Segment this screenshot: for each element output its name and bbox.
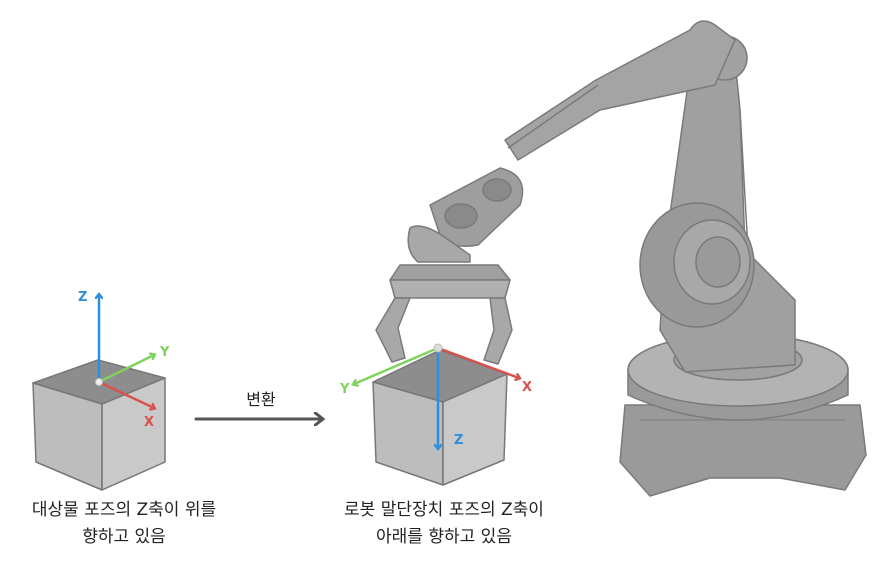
robot-arm (375, 20, 867, 497)
robot-z-label: Z (454, 433, 463, 448)
object-pose-caption: 대상물 포즈의 Z축이 위를 향하고 있음 (8, 497, 240, 551)
robot-gripper-finger-left (375, 297, 411, 363)
object-origin (95, 378, 103, 386)
object-caption-line1: 대상물 포즈의 Z축이 위를 (31, 500, 217, 520)
robot-pose-caption: 로봇 말단장치 포즈의 Z축이 아래를 향하고 있음 (318, 497, 570, 551)
robot-wrist (429, 167, 524, 247)
robot-axes (354, 343, 519, 448)
object-y-axis (97, 355, 154, 384)
cube-right-face (442, 373, 508, 486)
robot-base-foot (619, 404, 867, 497)
robot-y-axis (354, 346, 440, 384)
object-y-label: Y (159, 345, 170, 360)
object-z-label: Z (78, 290, 87, 305)
robot-x-label: X (522, 380, 532, 395)
transform-label: 변환 (246, 390, 276, 409)
robot-target-cube (372, 349, 508, 486)
robot-x-axis (436, 346, 519, 378)
robot-gripper-body (389, 264, 511, 281)
object-x-label: X (144, 415, 154, 430)
robot-forearm (504, 20, 736, 161)
object-caption-line2: 향하고 있음 (82, 527, 166, 547)
robot-gripper-finger-right (483, 297, 513, 365)
robot-caption-line1: 로봇 말단장치 포즈의 Z축이 (344, 500, 544, 520)
object-axes (95, 295, 155, 408)
robot-caption-line2: 아래를 향하고 있음 (376, 527, 512, 547)
robot-origin (433, 343, 443, 353)
robot-y-label: Y (339, 382, 350, 397)
object-x-axis (97, 380, 154, 408)
